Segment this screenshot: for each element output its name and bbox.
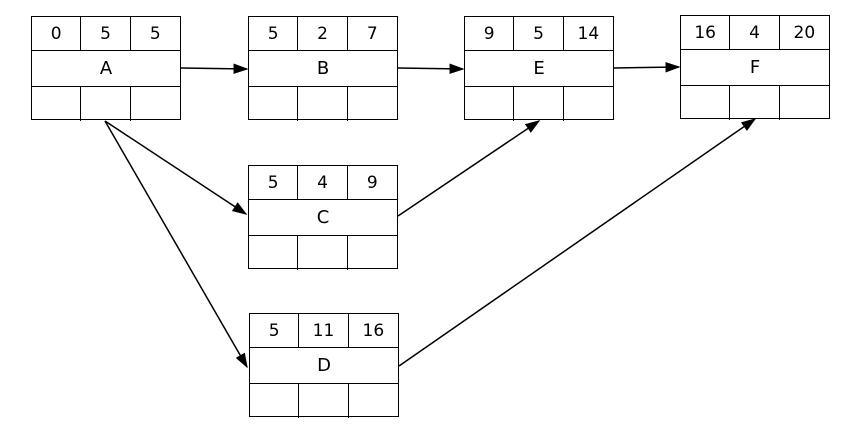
activity-node-d: 5 11 16 D [249,313,399,418]
activity-node-c: 5 4 9 C [248,165,398,270]
activity-node-d-float-cell [299,384,349,418]
activity-node-c-label: C [249,200,397,236]
activity-node-a-late-finish-cell [131,87,180,121]
activity-node-b-top-row: 5 2 7 [249,17,397,51]
activity-node-e-early-finish: 14 [577,23,600,44]
activity-node-f: 16 4 20 F [680,15,830,120]
activity-node-b-early-start: 5 [249,17,299,50]
activity-node-d-early-start: 5 [250,314,300,347]
activity-node-b-duration: 2 [298,17,348,50]
activity-node-f-duration: 4 [730,16,780,49]
activity-node-e-bottom-row [465,87,613,121]
activity-node-c-early-finish: 9 [366,172,378,193]
activity-node-e-duration: 5 [514,17,564,50]
activity-node-c-duration: 4 [298,166,348,199]
edge-A-B [180,63,249,75]
activity-node-b: 5 2 7 B [248,16,398,121]
edge-D-F [398,118,757,367]
activity-node-f-bottom-row [681,86,829,120]
activity-node-a-duration: 5 [81,17,131,50]
activity-node-c-late-start-cell [249,236,299,270]
activity-node-f-late-finish-cell [780,86,829,120]
activity-node-a-label: A [32,51,180,87]
activity-node-b-late-finish-cell [348,87,397,121]
activity-node-b-label: B [249,51,397,87]
activity-node-c-late-finish-cell [348,236,397,270]
activity-node-a-top-row: 0 5 5 [32,17,180,51]
activity-node-f-label: F [681,50,829,86]
activity-node-d-bottom-row [250,384,398,418]
activity-node-a-float-cell [81,87,131,121]
activity-node-b-early-finish: 7 [366,23,378,44]
activity-node-e-late-finish-cell [564,87,613,121]
activity-node-e-early-start: 9 [465,17,515,50]
activity-node-d-late-start-cell [250,384,300,418]
activity-node-a-early-start: 0 [32,17,82,50]
activity-node-f-early-start: 16 [681,16,731,49]
activity-node-f-float-cell [730,86,780,120]
activity-node-e: 9 5 14 E [464,16,614,121]
activity-node-d-late-finish-cell [349,384,398,418]
activity-node-c-bottom-row [249,236,397,270]
activity-node-e-label: E [465,51,613,87]
activity-node-c-float-cell [298,236,348,270]
activity-node-a-late-start-cell [32,87,82,121]
activity-node-b-bottom-row [249,87,397,121]
activity-node-c-top-row: 5 4 9 [249,166,397,200]
activity-node-e-float-cell [514,87,564,121]
activity-node-a-early-finish: 5 [149,23,161,44]
activity-node-f-early-finish: 20 [793,22,816,43]
activity-node-c-early-start: 5 [249,166,299,199]
activity-node-f-top-row: 16 4 20 [681,16,829,50]
activity-node-d-label: D [250,348,398,384]
activity-node-d-duration: 11 [299,314,349,347]
activity-node-a-bottom-row [32,87,180,121]
activity-node-b-float-cell [298,87,348,121]
activity-node-e-late-start-cell [465,87,515,121]
edge-A-D [104,120,248,369]
edge-C-E [397,120,541,217]
activity-node-e-top-row: 9 5 14 [465,17,613,51]
edge-B-E [397,63,465,75]
activity-node-a: 0 5 5 A [31,16,181,121]
edge-A-C [104,120,248,215]
activity-node-b-late-start-cell [249,87,299,121]
activity-node-f-late-start-cell [681,86,731,120]
activity-node-d-early-finish: 16 [362,320,385,341]
edge-E-F [613,61,681,73]
activity-node-d-top-row: 5 11 16 [250,314,398,348]
